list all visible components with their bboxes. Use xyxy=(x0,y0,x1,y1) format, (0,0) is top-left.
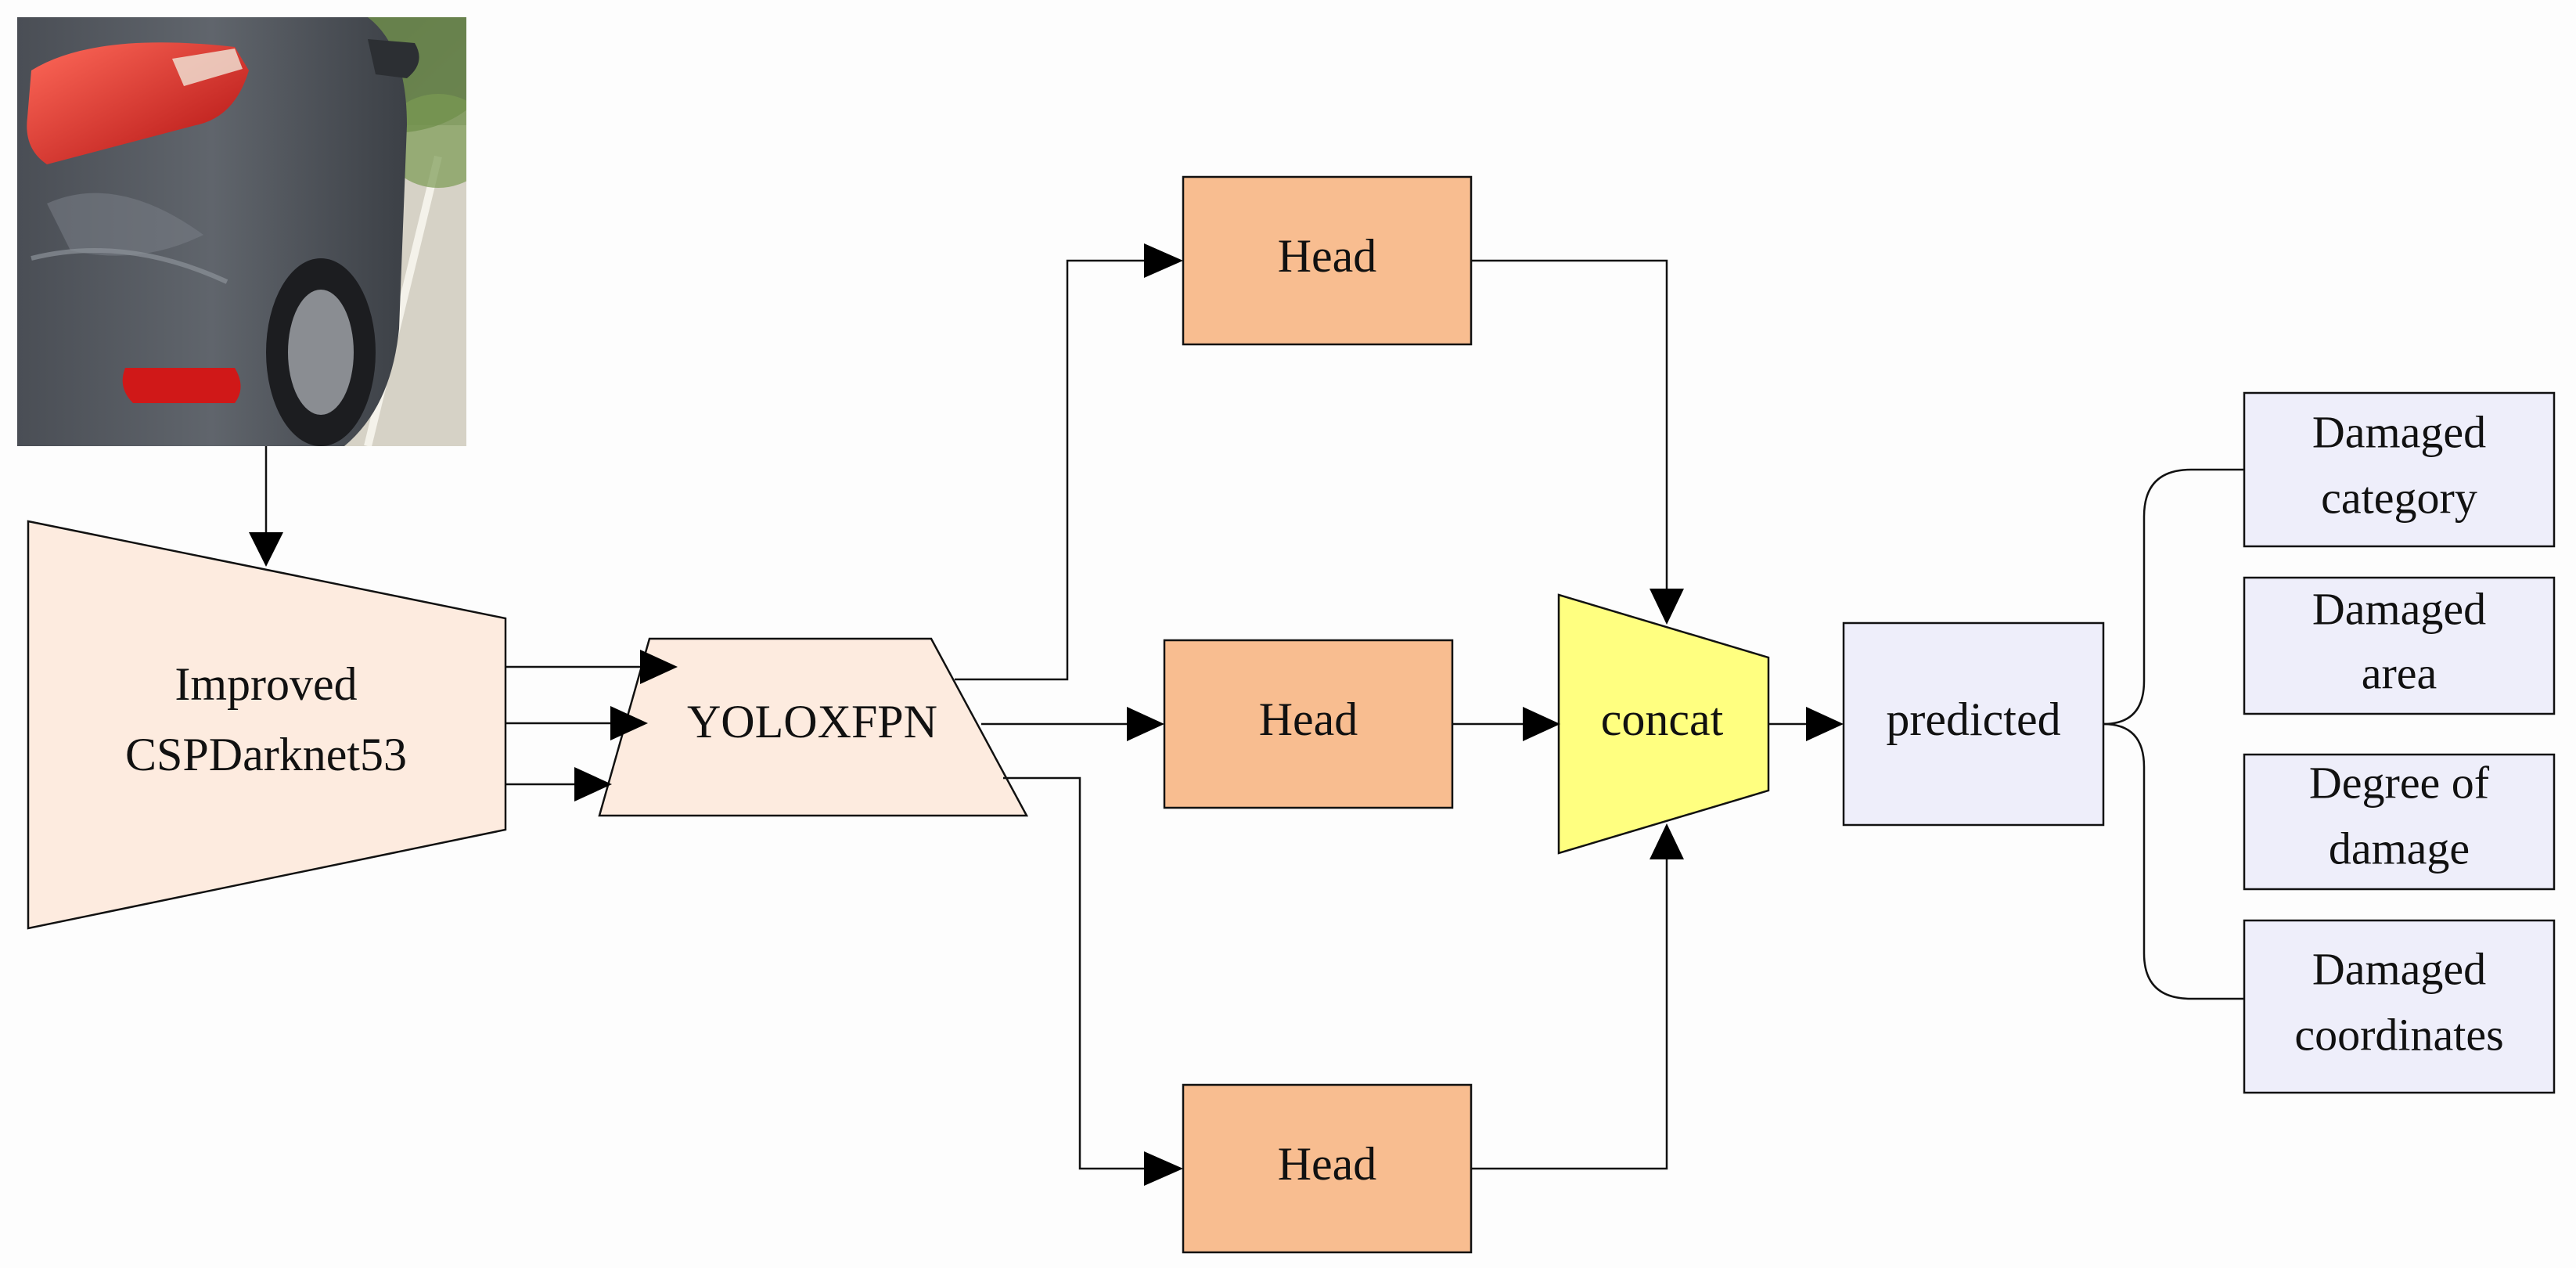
backbone-label-line2: CSPDarknet53 xyxy=(125,729,407,780)
input-car-image xyxy=(17,17,466,446)
output-category-block: Damaged category xyxy=(2243,391,2556,548)
backbone-label-line1: Improved xyxy=(174,658,357,710)
output-category-line1: Damaged xyxy=(2312,406,2486,457)
head-mid-label: Head xyxy=(1259,693,1358,745)
output-coordinates-line2: coordinates xyxy=(2294,1009,2503,1060)
head-bottom-label: Head xyxy=(1278,1138,1377,1190)
concat-block: concat xyxy=(1557,593,1770,855)
head-top-label: Head xyxy=(1278,230,1377,282)
output-degree-line2: damage xyxy=(2329,823,2470,874)
backbone-block: Improved CSPDarknet53 xyxy=(27,520,507,930)
output-area-line2: area xyxy=(2362,647,2437,698)
output-degree-block: Degree of damage xyxy=(2243,753,2556,891)
neck-block: YOLOXFPN xyxy=(598,637,1029,817)
predicted-block: predicted xyxy=(1842,621,2105,827)
output-coordinates-line1: Damaged xyxy=(2312,943,2486,994)
output-category-line2: category xyxy=(2321,472,2477,523)
output-degree-line1: Degree of xyxy=(2309,757,2490,808)
head-top-block: Head xyxy=(1182,175,1473,346)
head-bottom-block: Head xyxy=(1182,1083,1473,1254)
predicted-label: predicted xyxy=(1886,693,2060,745)
head-mid-block: Head xyxy=(1163,639,1454,809)
concat-label: concat xyxy=(1601,693,1724,745)
output-area-line1: Damaged xyxy=(2312,583,2486,634)
neck-label: YOLOXFPN xyxy=(687,696,937,747)
output-coordinates-block: Damaged coordinates xyxy=(2243,919,2556,1094)
connectors xyxy=(249,243,2244,1186)
output-area-block: Damaged area xyxy=(2243,576,2556,715)
